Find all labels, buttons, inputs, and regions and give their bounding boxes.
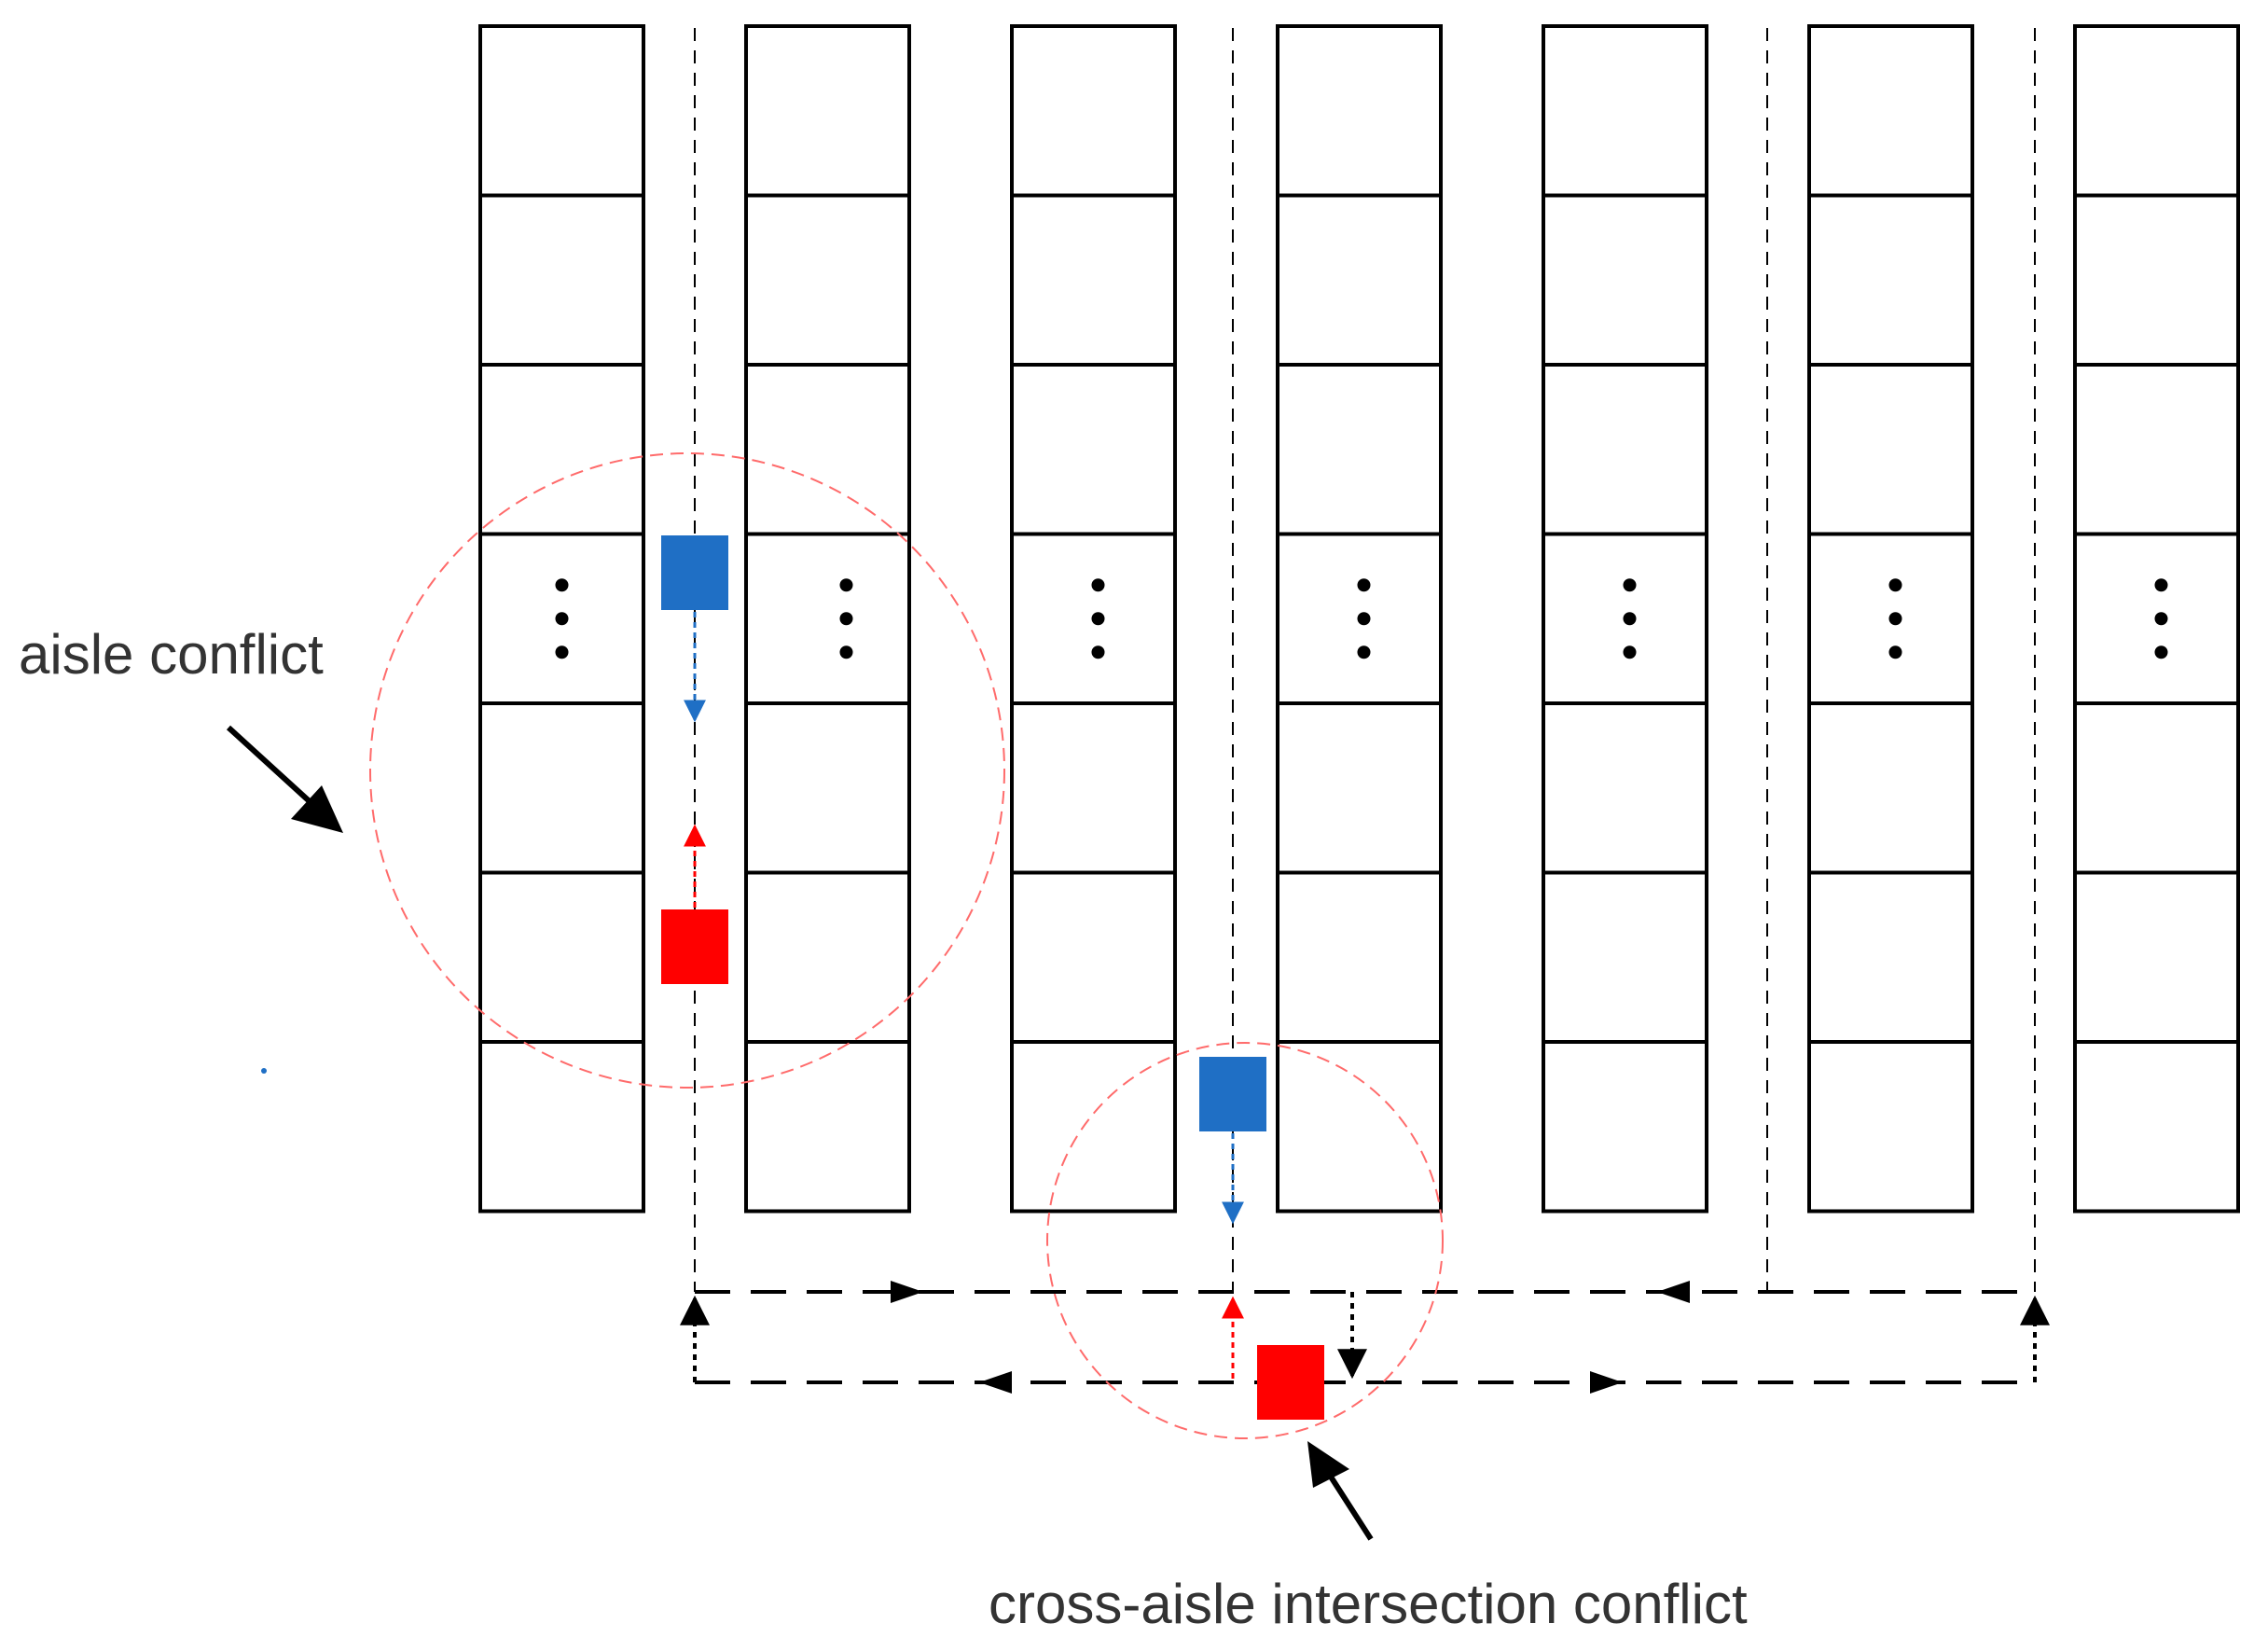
rack-cell xyxy=(478,1040,645,1214)
aisle-conflict-pointer xyxy=(226,725,315,807)
rack-cell xyxy=(1276,1040,1443,1214)
ellipsis-dot xyxy=(1091,578,1105,592)
rack-cell xyxy=(1542,1040,1708,1214)
rack-cell xyxy=(744,1040,911,1214)
rack-cell xyxy=(1276,363,1443,536)
rack-cell xyxy=(2073,870,2240,1044)
ellipsis-dot xyxy=(1623,612,1637,626)
ellipsis-dot xyxy=(555,578,569,592)
rack-cell xyxy=(1542,701,1708,875)
arrow-right-bottom xyxy=(1590,1371,1623,1394)
rack-cell xyxy=(744,193,911,367)
rack-cell xyxy=(1807,24,1974,198)
rack-cell xyxy=(1276,870,1443,1044)
rack-cell xyxy=(1010,701,1177,875)
rack-2 xyxy=(744,24,911,1214)
rack-cell xyxy=(1807,701,1974,875)
ellipsis-dot xyxy=(839,612,853,626)
rack-cell xyxy=(1807,1040,1974,1214)
rack-cell xyxy=(2073,193,2240,367)
rack-cell xyxy=(744,24,911,198)
arrow-left-top xyxy=(1657,1281,1690,1303)
rack-7 xyxy=(2073,24,2240,1214)
rack-4 xyxy=(1276,24,1443,1214)
rack-cell xyxy=(744,870,911,1044)
red-agent-aisle xyxy=(661,909,728,984)
rack-cell xyxy=(1276,701,1443,875)
rack-cell xyxy=(744,532,911,705)
blue-agent-cross xyxy=(1199,1057,1266,1131)
blue-agent-aisle xyxy=(661,535,728,610)
rack-1 xyxy=(478,24,645,1214)
cross-aisle-loop xyxy=(680,1290,2050,1384)
rack-cell xyxy=(1542,193,1708,367)
ellipsis-dot xyxy=(2154,612,2168,626)
cross-aisle-conflict-circle xyxy=(1046,1042,1444,1439)
rack-5 xyxy=(1542,24,1708,1214)
rack-cell xyxy=(478,24,645,198)
rack-cell xyxy=(478,870,645,1044)
ellipsis-dot xyxy=(1888,645,1902,659)
pointer-arrows xyxy=(226,725,1374,1541)
rack-cell xyxy=(1542,363,1708,536)
rack-cell xyxy=(1010,870,1177,1044)
cross-aisle-conflict-label: cross-aisle intersection conflict xyxy=(989,1573,1748,1635)
aisle-conflict-circle xyxy=(369,452,1005,1089)
ellipsis-dot xyxy=(1623,578,1637,592)
aisle-conflict-label: aisle conflict xyxy=(19,623,324,686)
flow-arrows xyxy=(891,1281,1690,1394)
arrow-right-top xyxy=(891,1281,923,1303)
arrow-left-bottom xyxy=(979,1371,1012,1394)
rack-cell xyxy=(744,701,911,875)
rack-cell xyxy=(1010,24,1177,198)
ellipsis-dot xyxy=(1623,645,1637,659)
rack-cell xyxy=(1276,193,1443,367)
rack-cell xyxy=(744,363,911,536)
ellipsis-dot xyxy=(1888,578,1902,592)
rack-cell xyxy=(1807,363,1974,536)
rack-cell xyxy=(1542,870,1708,1044)
rack-cell xyxy=(1010,1040,1177,1214)
rack-6 xyxy=(1807,24,1974,1214)
ellipsis-dot xyxy=(1091,612,1105,626)
ellipsis-dot xyxy=(2154,645,2168,659)
rack-cell xyxy=(478,701,645,875)
aisle-conflict-pointer-head xyxy=(291,785,343,833)
rack-cell xyxy=(2073,363,2240,536)
storage-racks xyxy=(478,24,2240,1214)
rack-cell xyxy=(2073,24,2240,198)
rack-cell xyxy=(2073,1040,2240,1214)
ellipsis-dot xyxy=(839,645,853,659)
rack-3 xyxy=(1010,24,1177,1214)
ellipsis-dot xyxy=(1357,612,1371,626)
rack-cell xyxy=(478,193,645,367)
ellipsis-dot xyxy=(555,612,569,626)
cross-conflict-pointer xyxy=(1326,1472,1374,1541)
cross-conflict-pointer-head xyxy=(1307,1441,1349,1488)
ellipsis-dot xyxy=(2154,578,2168,592)
rack-cell xyxy=(478,363,645,536)
ellipsis-dot xyxy=(1357,645,1371,659)
rack-cell xyxy=(1542,24,1708,198)
red-agent-cross xyxy=(1257,1345,1324,1420)
stray-dot xyxy=(261,1068,267,1074)
rack-cell xyxy=(1010,193,1177,367)
ellipsis-dot xyxy=(839,578,853,592)
rack-cell xyxy=(1807,870,1974,1044)
ellipsis-dot xyxy=(1888,612,1902,626)
rack-cell xyxy=(2073,701,2240,875)
rack-cell xyxy=(1010,363,1177,536)
rack-cell xyxy=(1276,24,1443,198)
ellipsis-dot xyxy=(1091,645,1105,659)
ellipsis-dot xyxy=(555,645,569,659)
rack-cell xyxy=(1807,193,1974,367)
ellipsis-dot xyxy=(1357,578,1371,592)
